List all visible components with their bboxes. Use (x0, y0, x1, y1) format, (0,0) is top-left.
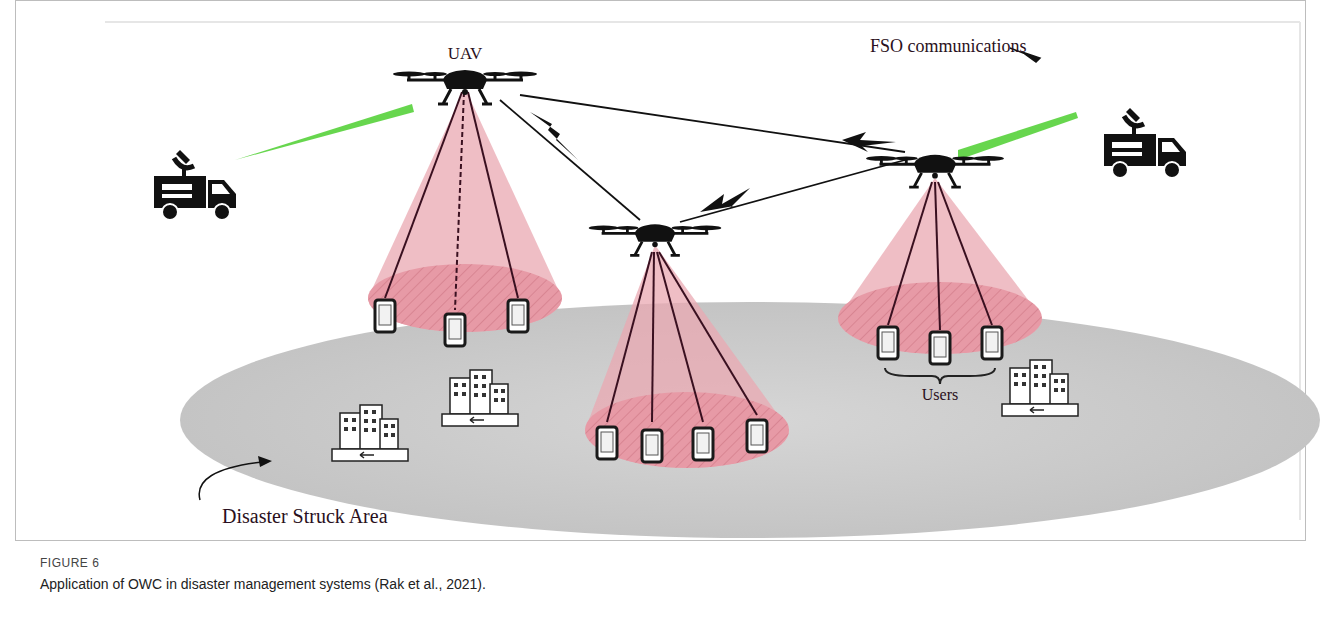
building (332, 405, 408, 461)
disaster-area (180, 302, 1320, 538)
users-brace (885, 368, 995, 384)
fso-beam (958, 112, 1078, 160)
ground-station-truck (154, 150, 236, 220)
uav-label: UAV (448, 44, 483, 64)
user-phones (375, 300, 1002, 462)
leader-arrow (199, 462, 262, 500)
building (1002, 360, 1078, 416)
image-edge (105, 21, 1300, 23)
area-label: Disaster Struck Area (222, 505, 388, 528)
coverage-cones (368, 88, 1042, 468)
uav-drone (393, 70, 537, 104)
fso-label: FSO communications (870, 36, 1027, 57)
users-label: Users (922, 386, 958, 404)
uav-drone (589, 224, 721, 255)
uav-drone (866, 155, 1004, 188)
figure-number: FIGURE 6 (40, 556, 99, 570)
ground-station-truck (1104, 108, 1186, 178)
uav-links (500, 95, 905, 222)
beam-glint (1040, 70, 1047, 112)
fso-beam (235, 104, 414, 160)
arrow-head (258, 456, 272, 467)
building (442, 370, 518, 426)
figure-caption: Application of OWC in disaster managemen… (40, 576, 486, 592)
